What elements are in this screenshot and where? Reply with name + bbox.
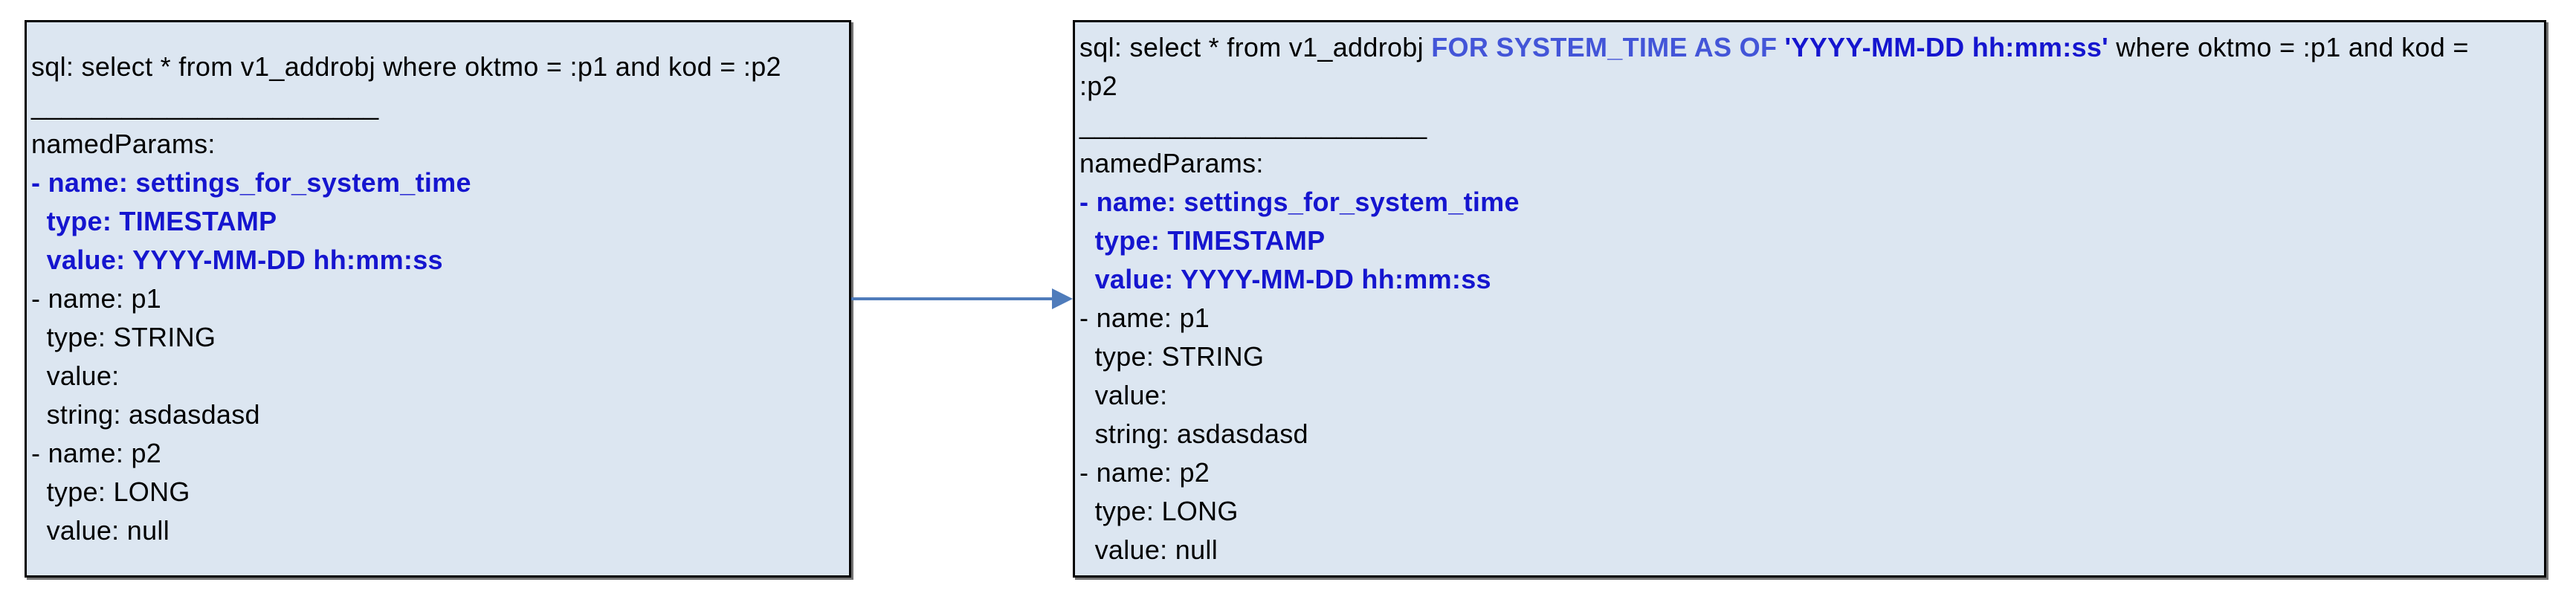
text-line: value: bbox=[31, 357, 846, 395]
text-line: - name: p2 bbox=[1079, 453, 2541, 492]
text-segment: value: null bbox=[31, 515, 170, 546]
text-line: namedParams: bbox=[31, 125, 846, 164]
text-line: - name: p1 bbox=[31, 279, 846, 318]
text-segment: - name: p2 bbox=[31, 438, 162, 468]
text-line: - name: p1 bbox=[1079, 299, 2541, 337]
text-segment: type: TIMESTAMP bbox=[1079, 225, 1326, 256]
text-segment: namedParams: bbox=[1079, 148, 1264, 178]
text-line: - name: settings_for_system_time bbox=[31, 164, 846, 202]
text-line: string: asdasdasd bbox=[31, 395, 846, 434]
text-segment: - name: p2 bbox=[1079, 457, 1210, 488]
text-segment: value: YYYY-MM-DD hh:mm:ss bbox=[1079, 264, 1491, 294]
text-line: type: STRING bbox=[31, 318, 846, 357]
text-segment: - name: settings_for_system_time bbox=[31, 167, 471, 198]
text-segment: value: bbox=[31, 361, 120, 391]
text-line: _______________________ bbox=[1079, 106, 2541, 144]
transform-arrow-icon bbox=[851, 288, 1073, 309]
text-line: value: YYYY-MM-DD hh:mm:ss bbox=[31, 241, 846, 279]
text-segment: _______________________ bbox=[31, 90, 379, 120]
text-segment: - name: p1 bbox=[1079, 303, 1210, 333]
text-line: type: STRING bbox=[1079, 337, 2541, 376]
text-line: type: TIMESTAMP bbox=[1079, 222, 2541, 260]
text-segment: type: LONG bbox=[1079, 496, 1239, 526]
text-segment: 'YYYY-MM-DD hh:mm:ss' bbox=[1784, 32, 2108, 62]
text-segment: type: LONG bbox=[31, 476, 190, 507]
text-segment: :p2 bbox=[1079, 71, 1117, 101]
text-segment: value: bbox=[1079, 380, 1168, 410]
text-segment: sql: select * from v1_addrobj where oktm… bbox=[31, 51, 781, 82]
text-segment: string: asdasdasd bbox=[1079, 419, 1308, 449]
text-line: string: asdasdasd bbox=[1079, 415, 2541, 453]
text-line: value: null bbox=[1079, 531, 2541, 569]
text-line: :p2 bbox=[1079, 67, 2541, 106]
text-line: sql: select * from v1_addrobj where oktm… bbox=[31, 48, 846, 86]
text-line: _______________________ bbox=[31, 86, 846, 125]
text-segment: namedParams: bbox=[31, 129, 216, 159]
text-segment: _______________________ bbox=[1079, 109, 1427, 140]
text-segment: FOR SYSTEM_TIME AS OF bbox=[1431, 32, 1785, 62]
text-segment: where oktmo = :p1 and kod = bbox=[2108, 32, 2469, 62]
text-line: value: bbox=[1079, 376, 2541, 415]
text-line: namedParams: bbox=[1079, 144, 2541, 183]
text-segment: - name: p1 bbox=[31, 283, 162, 314]
text-line: value: YYYY-MM-DD hh:mm:ss bbox=[1079, 260, 2541, 299]
text-line: type: TIMESTAMP bbox=[31, 202, 846, 241]
text-segment: type: TIMESTAMP bbox=[31, 206, 277, 236]
text-line: type: LONG bbox=[31, 473, 846, 511]
text-segment: sql: select * from v1_addrobj bbox=[1079, 32, 1432, 62]
text-segment: value: YYYY-MM-DD hh:mm:ss bbox=[31, 245, 443, 275]
text-line: type: LONG bbox=[1079, 492, 2541, 531]
text-segment: value: null bbox=[1079, 534, 1218, 565]
sql-panel-before: sql: select * from v1_addrobj where oktm… bbox=[25, 20, 851, 578]
arrow-head bbox=[1052, 288, 1073, 309]
text-segment: - name: settings_for_system_time bbox=[1079, 187, 1520, 217]
text-line: - name: p2 bbox=[31, 434, 846, 473]
text-segment: string: asdasdasd bbox=[31, 399, 260, 430]
text-line: sql: select * from v1_addrobj FOR SYSTEM… bbox=[1079, 28, 2541, 67]
text-line: - name: settings_for_system_time bbox=[1079, 183, 2541, 222]
sql-panel-after: sql: select * from v1_addrobj FOR SYSTEM… bbox=[1073, 20, 2546, 578]
text-line: value: null bbox=[31, 511, 846, 550]
text-segment: type: STRING bbox=[1079, 341, 1265, 372]
text-segment: type: STRING bbox=[31, 322, 216, 352]
